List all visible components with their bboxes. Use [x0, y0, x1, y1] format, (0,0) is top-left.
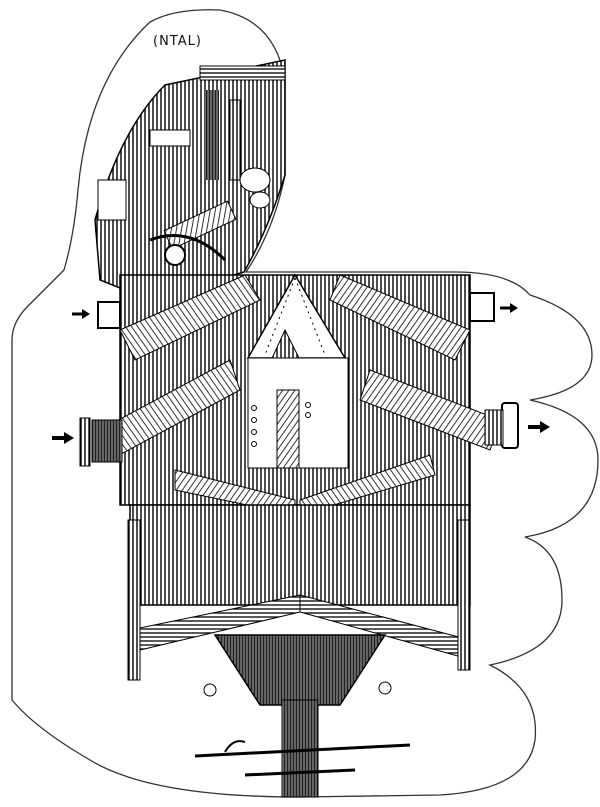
arrow-right-icon — [500, 303, 518, 313]
lower-structure — [127, 504, 471, 798]
arrows — [52, 303, 550, 444]
inverted-cone — [213, 634, 387, 706]
arrow-right-icon — [528, 421, 550, 433]
hand-outline — [11, 9, 599, 798]
thumb-machinery — [94, 59, 286, 301]
arrow-right-icon — [72, 309, 90, 319]
main-structure — [79, 273, 519, 516]
arrow-right-icon — [52, 432, 74, 444]
caption-fragment: (NTAL) — [153, 34, 202, 49]
